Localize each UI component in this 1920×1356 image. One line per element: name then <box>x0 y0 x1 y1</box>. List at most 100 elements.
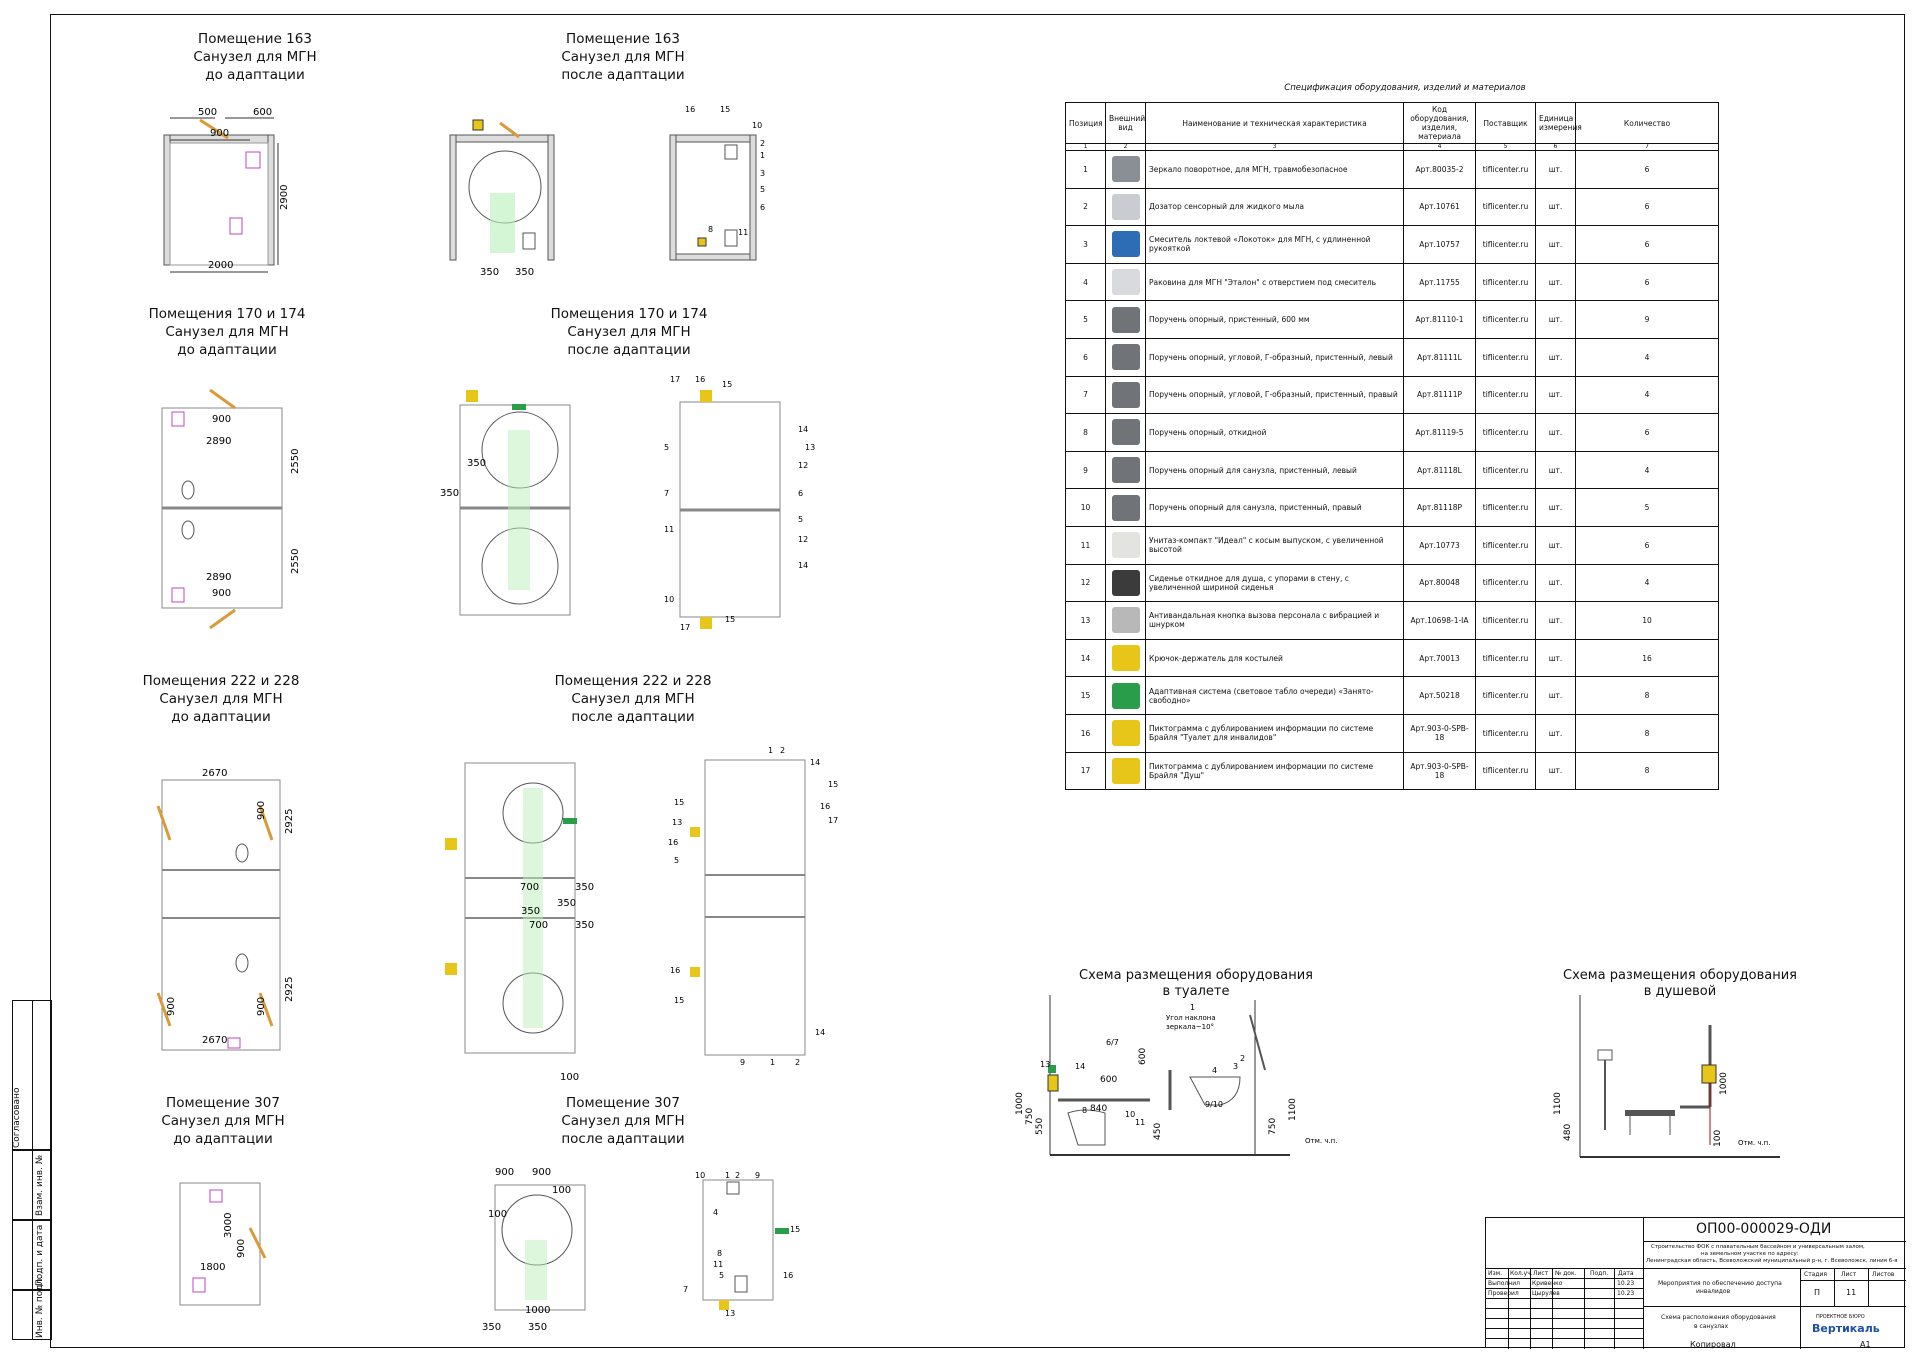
svg-text:17: 17 <box>828 816 838 825</box>
spec-name: Пиктограмма с дублированием информации п… <box>1145 713 1404 753</box>
spec-unit: шт. <box>1535 525 1576 565</box>
spec-supplier: tiflicenter.ru <box>1475 450 1536 490</box>
spec-pos: 14 <box>1065 638 1106 678</box>
svg-text:350: 350 <box>480 267 499 278</box>
sheet-name-a: Схема расположения оборудования <box>1661 1314 1776 1321</box>
svg-text:13: 13 <box>672 818 682 827</box>
spec-qty: 9 <box>1575 300 1719 339</box>
svg-text:900: 900 <box>212 588 231 599</box>
spec-pos: 11 <box>1065 525 1106 565</box>
spec-qty: 6 <box>1575 525 1719 565</box>
side-strip: Согласовано Взам. инв. № Подп. и дата Ин… <box>12 1000 52 1340</box>
spec-image <box>1105 450 1146 490</box>
svg-text:16: 16 <box>695 375 705 384</box>
stamp-hdr: Дата <box>1618 1270 1634 1277</box>
svg-text:13: 13 <box>805 443 815 452</box>
call-button-icon <box>1111 607 1140 634</box>
spec-qty: 6 <box>1575 262 1719 302</box>
spec-pos: 12 <box>1065 563 1106 603</box>
spec-name: Антивандальная кнопка вызова персонала с… <box>1145 601 1404 640</box>
sheet-header: Лист <box>1841 1271 1857 1278</box>
handrail-toilet-left-icon <box>1111 457 1140 484</box>
col-number: 5 <box>1475 143 1536 151</box>
svg-text:1100: 1100 <box>1288 1098 1298 1121</box>
spec-image <box>1105 413 1146 452</box>
spec-name: Адаптивная система (световое табло очере… <box>1145 676 1404 715</box>
svg-text:5: 5 <box>760 185 765 194</box>
spec-pos: 5 <box>1065 300 1106 339</box>
plan-222-after-a: 700 350 350 700 350 350 100 <box>445 762 594 1083</box>
handrail-folding-icon <box>1111 419 1140 446</box>
dim-text: 900 <box>210 128 229 139</box>
person-name: Цырулев <box>1532 1290 1560 1297</box>
spec-code: Арт.10773 <box>1403 525 1476 565</box>
svg-text:6: 6 <box>760 203 765 212</box>
svg-text:1000: 1000 <box>1015 1092 1025 1115</box>
svg-text:100: 100 <box>560 1072 579 1083</box>
plan-170-before: 900 2890 2550 2550 2890 900 <box>161 388 301 630</box>
spec-unit: шт. <box>1535 601 1576 640</box>
spec-pos: 16 <box>1065 713 1106 753</box>
spec-header: Количество <box>1575 102 1719 144</box>
svg-text:16: 16 <box>685 105 695 114</box>
spec-caption: Спецификация оборудования, изделий и мат… <box>1284 83 1526 93</box>
svg-text:8: 8 <box>1082 1106 1087 1115</box>
svg-text:4: 4 <box>1212 1066 1217 1075</box>
sign-date: 10.23 <box>1617 1280 1635 1287</box>
svg-text:1000: 1000 <box>525 1305 550 1316</box>
stamp-hdr: Изм. <box>1488 1270 1503 1277</box>
svg-text:750: 750 <box>1025 1108 1035 1125</box>
spec-image <box>1105 300 1146 339</box>
spec-supplier: tiflicenter.ru <box>1475 525 1536 565</box>
spec-code: Арт.81111P <box>1403 375 1476 415</box>
svg-text:11: 11 <box>738 228 748 237</box>
spec-qty: 4 <box>1575 450 1719 490</box>
spec-name: Поручень опорный для санузла, пристенный… <box>1145 488 1404 527</box>
stamp-hdr: Лист <box>1533 1270 1549 1277</box>
svg-text:100: 100 <box>552 1185 571 1196</box>
svg-text:2: 2 <box>735 1171 740 1180</box>
svg-text:5: 5 <box>798 515 803 524</box>
svg-text:2670: 2670 <box>202 768 227 779</box>
svg-text:350: 350 <box>575 920 594 931</box>
spec-qty: 6 <box>1575 413 1719 452</box>
spec-unit: шт. <box>1535 713 1576 753</box>
svg-text:480: 480 <box>1563 1124 1573 1141</box>
spec-pos: 15 <box>1065 676 1106 715</box>
svg-text:2: 2 <box>760 139 765 148</box>
dim-text: 500 <box>198 107 217 118</box>
spec-pos: 6 <box>1065 337 1106 377</box>
svg-text:900: 900 <box>532 1167 551 1178</box>
spec-code: Арт.903-0-SPB-18 <box>1403 713 1476 753</box>
mirror-icon <box>1111 156 1140 183</box>
svg-text:600: 600 <box>1100 1075 1117 1085</box>
svg-text:17: 17 <box>680 623 690 632</box>
svg-text:10: 10 <box>752 121 762 130</box>
svg-text:6: 6 <box>798 489 803 498</box>
svg-text:15: 15 <box>725 615 735 624</box>
svg-text:16: 16 <box>783 1271 793 1280</box>
svg-text:15: 15 <box>720 105 730 114</box>
sign-date: 10.23 <box>1617 1290 1635 1297</box>
doc-code: ОП00-000029-ОДИ <box>1696 1221 1832 1237</box>
col-number: 7 <box>1575 143 1719 151</box>
svg-text:15: 15 <box>828 780 838 789</box>
svg-text:13: 13 <box>1040 1060 1050 1069</box>
spec-table: Позиция Внешний вид Наименование и техни… <box>1065 102 1719 791</box>
svg-text:2: 2 <box>1240 1054 1245 1063</box>
spec-supplier: tiflicenter.ru <box>1475 262 1536 302</box>
svg-text:1: 1 <box>770 1058 775 1067</box>
svg-text:2: 2 <box>795 1058 800 1067</box>
spec-name: Зеркало поворотное, для МГН, травмобезоп… <box>1145 150 1404 189</box>
